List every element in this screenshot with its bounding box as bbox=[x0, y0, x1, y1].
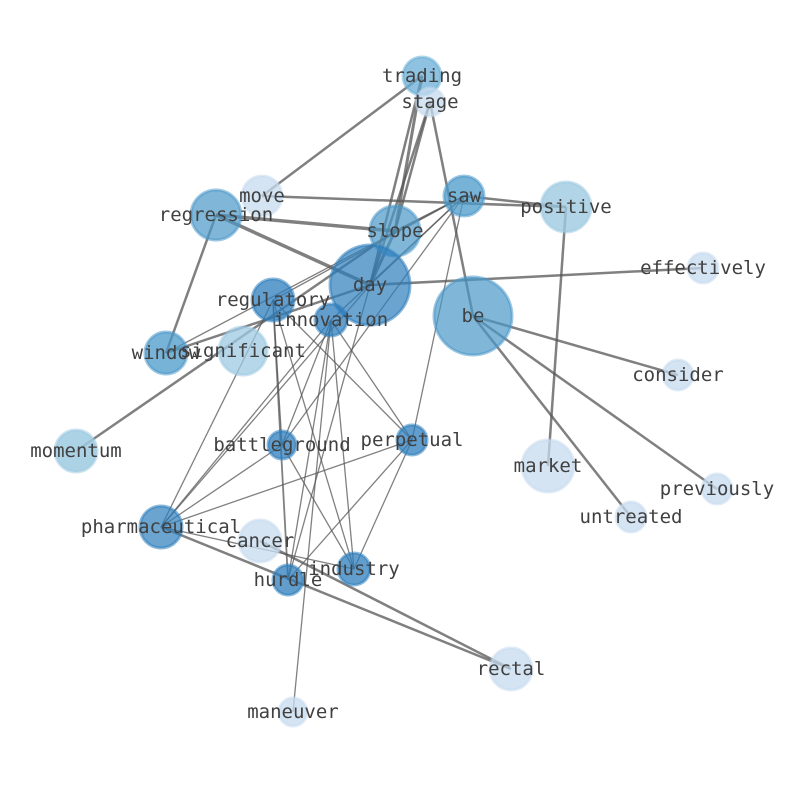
node-be bbox=[432, 275, 514, 357]
node-label-regression: regression bbox=[159, 204, 273, 226]
node-market bbox=[520, 438, 576, 494]
node-perpetual bbox=[395, 423, 429, 457]
node-window bbox=[143, 330, 189, 376]
edge-regulatory-perpetual bbox=[272, 299, 413, 441]
node-effectively bbox=[686, 251, 720, 285]
node-label-positive: positive bbox=[520, 196, 612, 218]
node-regression bbox=[189, 188, 243, 242]
node-label-rectal: rectal bbox=[477, 658, 546, 680]
edge-innovation-industry bbox=[330, 319, 355, 570]
node-consider bbox=[661, 358, 695, 392]
node-rectal bbox=[488, 646, 534, 692]
node-day bbox=[328, 243, 412, 327]
node-label-stage: stage bbox=[401, 91, 458, 113]
node-maneuver bbox=[277, 696, 309, 728]
edge-perpetual-hurdle bbox=[287, 439, 413, 581]
node-label-day: day bbox=[353, 274, 387, 296]
edge-cancer-rectal bbox=[259, 539, 512, 671]
node-label-regulatory: regulatory bbox=[216, 289, 330, 311]
node-pharmaceutical bbox=[138, 504, 184, 550]
node-cancer bbox=[237, 518, 283, 564]
node-label-untreated: untreated bbox=[580, 506, 683, 528]
edge-day-hurdle bbox=[287, 284, 371, 581]
node-untreated bbox=[614, 500, 648, 534]
node-label-market: market bbox=[514, 455, 583, 477]
edge-regulatory-industry bbox=[272, 299, 355, 570]
node-label-cancer: cancer bbox=[226, 530, 295, 552]
edge-layer bbox=[75, 75, 718, 713]
node-significant bbox=[217, 325, 269, 377]
edge-perpetual-pharmaceutical bbox=[160, 439, 413, 528]
edge-innovation-battleground bbox=[281, 319, 332, 446]
node-label-maneuver: maneuver bbox=[247, 701, 339, 723]
edge-innovation-hurdle bbox=[287, 319, 332, 581]
node-label-trading: trading bbox=[382, 65, 462, 87]
node-label-move: move bbox=[239, 185, 285, 207]
edge-innovation-perpetual bbox=[330, 319, 413, 441]
node-label-be: be bbox=[462, 305, 485, 327]
edge-positive-market bbox=[546, 206, 568, 467]
edge-battleground-industry bbox=[281, 444, 355, 570]
edge-innovation-pharmaceutical bbox=[160, 319, 332, 528]
node-battleground bbox=[266, 429, 298, 461]
node-stage bbox=[414, 86, 446, 118]
edge-day-effectively bbox=[369, 266, 704, 287]
node-move bbox=[240, 174, 284, 218]
node-label-industry: industry bbox=[308, 558, 400, 580]
node-label-significant: significant bbox=[180, 340, 306, 362]
node-saw bbox=[442, 174, 486, 218]
node-label-effectively: effectively bbox=[640, 257, 766, 279]
edge-innovation-maneuver bbox=[292, 319, 332, 713]
node-momentum bbox=[53, 428, 99, 474]
node-label-saw: saw bbox=[447, 185, 482, 207]
edge-perpetual-industry bbox=[353, 439, 413, 570]
edge-trading-move bbox=[261, 75, 423, 197]
node-label-window: window bbox=[132, 342, 201, 364]
edge-regression-slope bbox=[215, 213, 396, 233]
node-layer bbox=[53, 55, 734, 728]
node-innovation bbox=[313, 302, 349, 338]
node-label-battleground: battleground bbox=[213, 434, 350, 456]
node-label-innovation: innovation bbox=[274, 309, 388, 331]
node-industry bbox=[336, 551, 372, 587]
node-label-perpetual: perpetual bbox=[361, 429, 464, 451]
edge-be-previously bbox=[472, 314, 718, 491]
node-hurdle bbox=[271, 563, 305, 597]
edge-move-positive bbox=[261, 194, 567, 209]
node-label-slope: slope bbox=[366, 220, 423, 242]
node-label-hurdle: hurdle bbox=[254, 569, 323, 591]
node-label-consider: consider bbox=[632, 364, 724, 386]
edge-battleground-pharmaceutical bbox=[160, 444, 283, 528]
node-label-pharmaceutical: pharmaceutical bbox=[81, 516, 241, 538]
node-previously bbox=[700, 472, 734, 506]
node-positive bbox=[539, 180, 593, 234]
node-label-previously: previously bbox=[660, 478, 774, 500]
edge-pharmaceutical-rectal bbox=[160, 525, 512, 671]
node-label-momentum: momentum bbox=[30, 440, 122, 462]
node-regulatory bbox=[250, 277, 296, 323]
